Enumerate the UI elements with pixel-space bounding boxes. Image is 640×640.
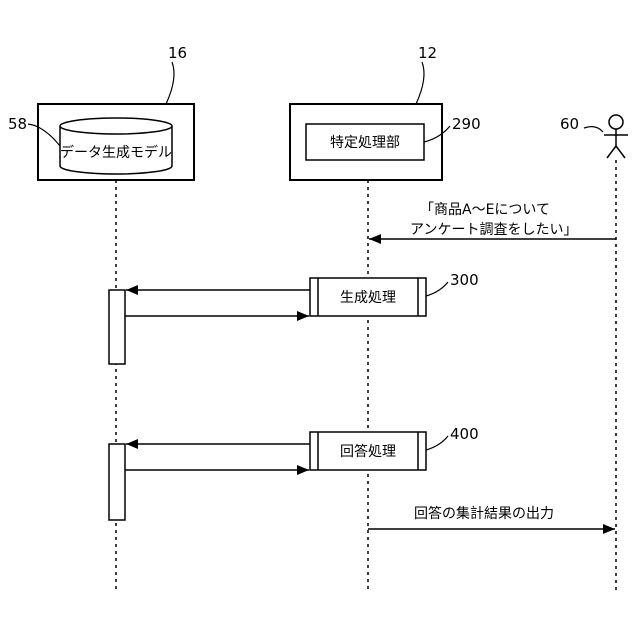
- server-ref-leader: [166, 62, 174, 104]
- user-ref-leader: [584, 127, 603, 132]
- model-ref-number: 58: [8, 115, 27, 133]
- model-ref-leader: [28, 124, 60, 146]
- user-left-leg-icon: [607, 146, 616, 158]
- generation-process: 生成処理 300: [310, 271, 479, 316]
- answer-process-label: 回答処理: [340, 443, 396, 460]
- device-ref-number: 12: [418, 44, 437, 62]
- unit-ref-number: 290: [452, 115, 481, 133]
- user-actor: 60: [560, 115, 628, 158]
- answer-ref-leader: [426, 436, 448, 450]
- specific-processing-unit-label: 特定処理部: [330, 135, 400, 151]
- generation-ref-leader: [426, 282, 448, 296]
- data-generation-model-database: データ生成モデル: [60, 118, 172, 174]
- user-head-icon: [609, 115, 623, 129]
- device-ref-leader: [416, 62, 424, 104]
- server-component: 16 データ生成モデル 58: [8, 44, 194, 180]
- user-right-leg-icon: [616, 146, 625, 158]
- request-message-line2: アンケート調査をしたい」: [410, 222, 577, 238]
- user-ref-number: 60: [560, 115, 579, 133]
- output-message-label: 回答の集計結果の出力: [414, 505, 554, 522]
- unit-ref-leader: [424, 126, 450, 142]
- generation-ref-number: 300: [450, 271, 479, 289]
- generation-process-label: 生成処理: [340, 290, 396, 306]
- device-component: 12 特定処理部 290: [290, 44, 481, 180]
- answer-process: 回答処理 400: [310, 425, 479, 470]
- request-message-line1: 「商品A～Eについて: [420, 202, 550, 218]
- answer-ref-number: 400: [450, 425, 479, 443]
- server-activation-2: [109, 444, 125, 520]
- data-generation-model-label: データ生成モデル: [60, 144, 172, 161]
- server-ref-number: 16: [168, 44, 187, 62]
- server-activation-1: [109, 290, 125, 364]
- database-top: [60, 118, 172, 134]
